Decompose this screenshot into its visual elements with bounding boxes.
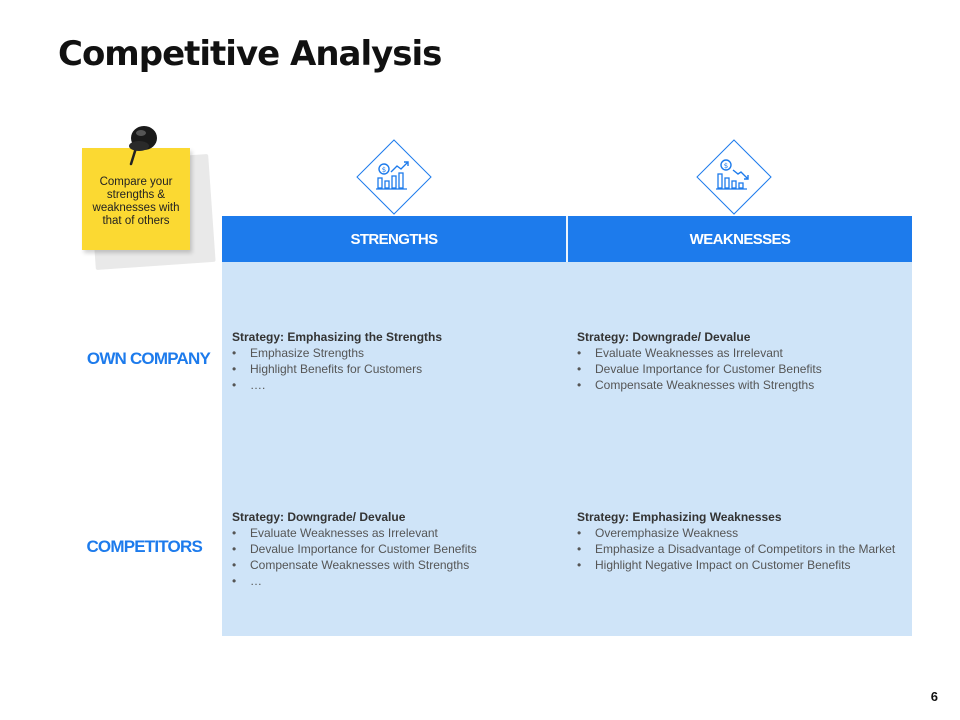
list-item: …. [232, 377, 552, 393]
cell-heading: Strategy: Emphasizing the Strengths [232, 330, 443, 344]
sticky-note-text: Compare your strengths & weaknesses with… [92, 176, 180, 227]
cell-heading: Strategy: Emphasizing Weaknesses [577, 510, 782, 524]
cell-competitors-weaknesses: Strategy: Emphasizing Weaknesses Overemp… [577, 509, 897, 573]
list-item: Devalue Importance for Customer Benefits [232, 541, 552, 557]
header-divider [566, 216, 568, 262]
list-item: Compensate Weaknesses with Strengths [232, 557, 552, 573]
column-header-weaknesses: WEAKNESSES [568, 216, 912, 262]
money-decline-chart-icon: $ [696, 139, 772, 215]
list-item: … [232, 573, 552, 589]
cell-heading: Strategy: Downgrade/ Devalue [577, 330, 751, 344]
list-item: Emphasize Strengths [232, 345, 552, 361]
page-number: 6 [930, 689, 938, 704]
svg-text:$: $ [724, 162, 728, 170]
sticky-note: Compare your strengths & weaknesses with… [82, 148, 190, 250]
cell-competitors-strengths: Strategy: Downgrade/ Devalue Evaluate We… [232, 509, 552, 589]
push-pin-icon [129, 126, 157, 166]
analysis-grid: STRENGTHS WEAKNESSES Strategy: Emphasizi… [222, 216, 912, 636]
list-item: Highlight Negative Impact on Customer Be… [577, 557, 897, 573]
cell-own-weaknesses: Strategy: Downgrade/ Devalue Evaluate We… [577, 329, 897, 393]
svg-text:$: $ [382, 166, 386, 174]
cell-own-strengths: Strategy: Emphasizing the Strengths Emph… [232, 329, 552, 393]
list-item: Emphasize a Disadvantage of Competitors … [577, 541, 897, 557]
page-title: Competitive Analysis [58, 34, 442, 74]
list-item: Evaluate Weaknesses as Irrelevant [577, 345, 897, 361]
money-growth-chart-icon: $ [356, 139, 432, 215]
row-label-competitors: COMPETITORS [86, 537, 202, 556]
column-header-strengths: STRENGTHS [222, 216, 566, 262]
list-item: Devalue Importance for Customer Benefits [577, 361, 897, 377]
list-item: Highlight Benefits for Customers [232, 361, 552, 377]
list-item: Evaluate Weaknesses as Irrelevant [232, 525, 552, 541]
list-item: Compensate Weaknesses with Strengths [577, 377, 897, 393]
row-label-own-company: OWN COMPANY [86, 349, 211, 368]
cell-heading: Strategy: Downgrade/ Devalue [232, 510, 406, 524]
list-item: Overemphasize Weakness [577, 525, 897, 541]
